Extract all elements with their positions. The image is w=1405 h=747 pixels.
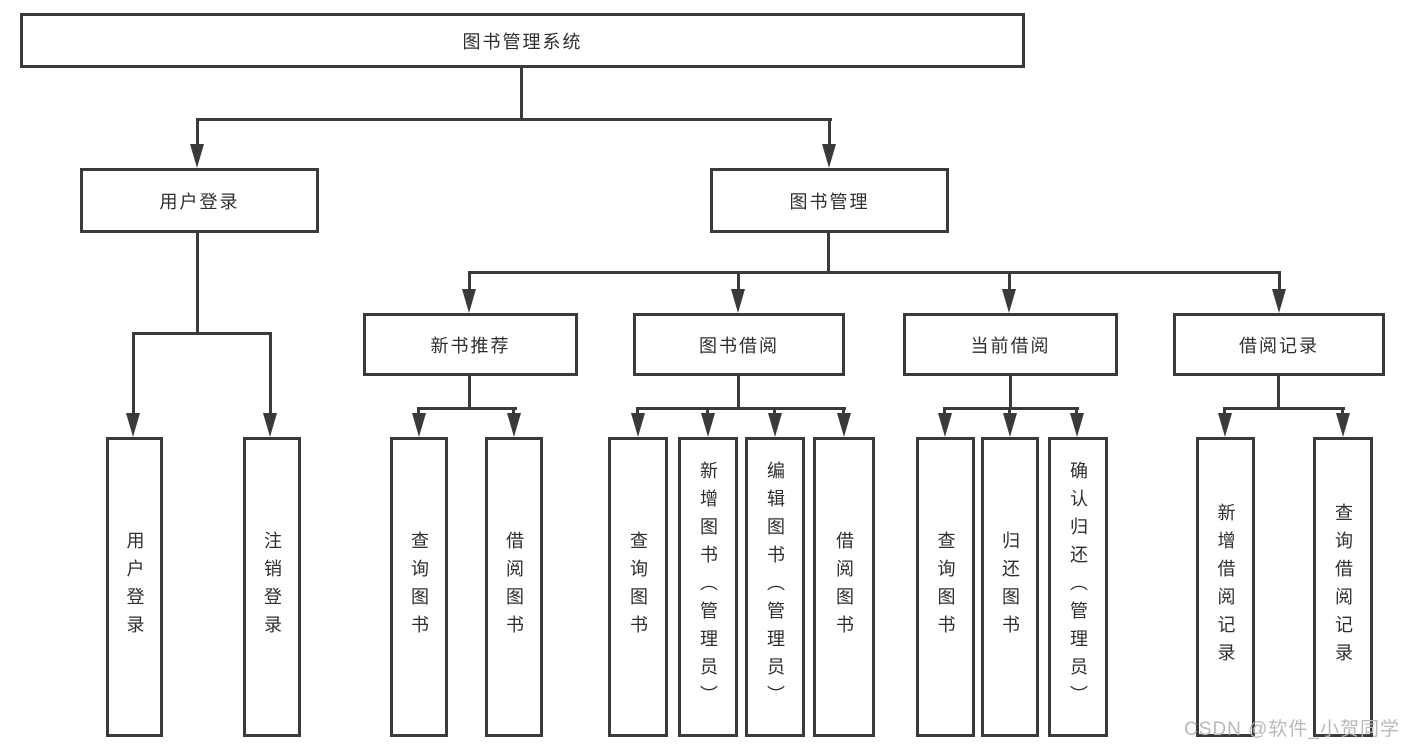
arrow-down-icon — [1218, 413, 1232, 437]
leaf-br-add-record: 新增借阅记录 — [1196, 437, 1255, 737]
connector-nbr-stub-1 — [417, 409, 420, 415]
leaf-bb-borrow-books: 借阅图书 — [813, 437, 875, 737]
arrow-down-icon — [462, 289, 476, 313]
arrow-down-icon — [631, 413, 645, 437]
leaf-bb-edit-books-label: 编辑图书（管理员） — [765, 461, 785, 713]
leaf-cb-query-books: 查询图书 — [916, 437, 975, 737]
arrow-down-icon — [507, 413, 521, 437]
arrow-down-icon — [1070, 413, 1084, 437]
leaf-bb-query-books-label: 查询图书 — [628, 531, 648, 643]
leaf-cb-return-books: 归还图书 — [981, 437, 1039, 737]
connector-bookmgmt-hbar — [468, 271, 1281, 274]
leaf-nbr-borrow-books: 借阅图书 — [485, 437, 543, 737]
leaf-cb-confirm-return-label: 确认归还（管理员） — [1068, 461, 1088, 713]
connector-bb-stub-2 — [706, 409, 709, 415]
arrow-down-icon — [1336, 413, 1350, 437]
node-borrowing-records-label: 借阅记录 — [1239, 335, 1319, 356]
leaf-bb-add-books: 新增图书（管理员） — [678, 437, 738, 737]
connector-root-stem — [520, 67, 523, 120]
arrow-down-icon — [938, 413, 952, 437]
node-user-login: 用户登录 — [80, 168, 319, 233]
arrow-down-icon — [263, 413, 277, 437]
leaf-cb-confirm-return: 确认归还（管理员） — [1048, 437, 1108, 737]
connector-bb-stem — [737, 376, 740, 409]
connector-bookmgmt-stub-4 — [1278, 273, 1281, 291]
csdn-watermark: CSDN @软件_小贺同学 — [1184, 719, 1400, 740]
connector-br-stem — [1277, 376, 1280, 409]
leaf-nbr-query-books-label: 查询图书 — [409, 531, 429, 643]
leaf-bb-query-books: 查询图书 — [608, 437, 668, 737]
node-root-label: 图书管理系统 — [462, 31, 583, 52]
arrow-down-icon — [1272, 289, 1286, 313]
connector-root-stub-left — [196, 120, 199, 146]
connector-bb-stub-3 — [773, 409, 776, 415]
leaf-user-login-label: 用户登录 — [124, 531, 145, 643]
connector-root-hbar — [196, 118, 832, 121]
node-current-borrowing-label: 当前借阅 — [970, 335, 1051, 356]
node-book-management-label: 图书管理 — [789, 191, 870, 212]
connector-nbr-hbar — [417, 407, 517, 410]
connector-bookmgmt-stub-1 — [468, 273, 471, 291]
leaf-nbr-query-books: 查询图书 — [390, 437, 448, 737]
connector-root-stub-right — [828, 120, 831, 146]
node-book-borrowing-label: 图书借阅 — [699, 335, 779, 356]
connector-bookmgmt-stub-3 — [1008, 273, 1011, 291]
connector-br-stub-1 — [1223, 409, 1226, 415]
leaf-bb-borrow-books-label: 借阅图书 — [834, 531, 854, 643]
node-book-borrowing: 图书借阅 — [633, 313, 845, 376]
leaf-br-query-record: 查询借阅记录 — [1313, 437, 1373, 737]
leaf-nbr-borrow-books-label: 借阅图书 — [504, 531, 524, 643]
connector-bb-hbar — [636, 407, 846, 410]
connector-cb-stub-3 — [1075, 409, 1078, 415]
connector-bb-stub-1 — [636, 409, 639, 415]
leaf-bb-add-books-label: 新增图书（管理员） — [698, 461, 718, 713]
arrow-down-icon — [768, 413, 782, 437]
arrow-down-icon — [822, 144, 836, 168]
arrow-down-icon — [701, 413, 715, 437]
connector-userlogin-stub-right — [269, 334, 272, 414]
arrow-down-icon — [126, 413, 140, 437]
connector-cb-stem — [1009, 376, 1012, 409]
leaf-br-query-record-label: 查询借阅记录 — [1333, 503, 1353, 671]
leaf-br-add-record-label: 新增借阅记录 — [1215, 503, 1236, 671]
connector-userlogin-hbar — [132, 332, 272, 335]
node-book-management: 图书管理 — [710, 168, 949, 233]
leaf-cb-query-books-label: 查询图书 — [935, 531, 956, 643]
connector-userlogin-stem — [196, 233, 199, 334]
leaf-bb-edit-books: 编辑图书（管理员） — [745, 437, 805, 737]
arrow-down-icon — [1003, 413, 1017, 437]
connector-userlogin-stub-left — [132, 334, 135, 414]
connector-cb-stub-1 — [943, 409, 946, 415]
arrow-down-icon — [731, 289, 745, 313]
node-new-book-recommend: 新书推荐 — [363, 313, 578, 376]
node-root: 图书管理系统 — [20, 13, 1025, 68]
connector-nbr-stem — [468, 376, 471, 409]
arrow-down-icon — [412, 413, 426, 437]
arrow-down-icon — [1002, 289, 1016, 313]
node-current-borrowing: 当前借阅 — [903, 313, 1118, 376]
connector-br-hbar — [1223, 407, 1345, 410]
leaf-logout-label: 注销登录 — [262, 531, 282, 643]
node-new-book-recommend-label: 新书推荐 — [430, 335, 511, 356]
connector-br-stub-2 — [1341, 409, 1344, 415]
connector-nbr-stub-2 — [512, 409, 515, 415]
connector-bookmgmt-stem — [827, 233, 830, 273]
arrow-down-icon — [190, 144, 204, 168]
arrow-down-icon — [837, 413, 851, 437]
leaf-user-login: 用户登录 — [106, 437, 163, 737]
connector-bb-stub-4 — [842, 409, 845, 415]
connector-cb-hbar — [943, 407, 1079, 410]
node-user-login-label: 用户登录 — [159, 191, 240, 212]
connector-cb-stub-2 — [1008, 409, 1011, 415]
connector-bookmgmt-stub-2 — [737, 273, 740, 291]
leaf-cb-return-books-label: 归还图书 — [1000, 531, 1020, 643]
node-borrowing-records: 借阅记录 — [1173, 313, 1385, 376]
leaf-logout: 注销登录 — [243, 437, 301, 737]
